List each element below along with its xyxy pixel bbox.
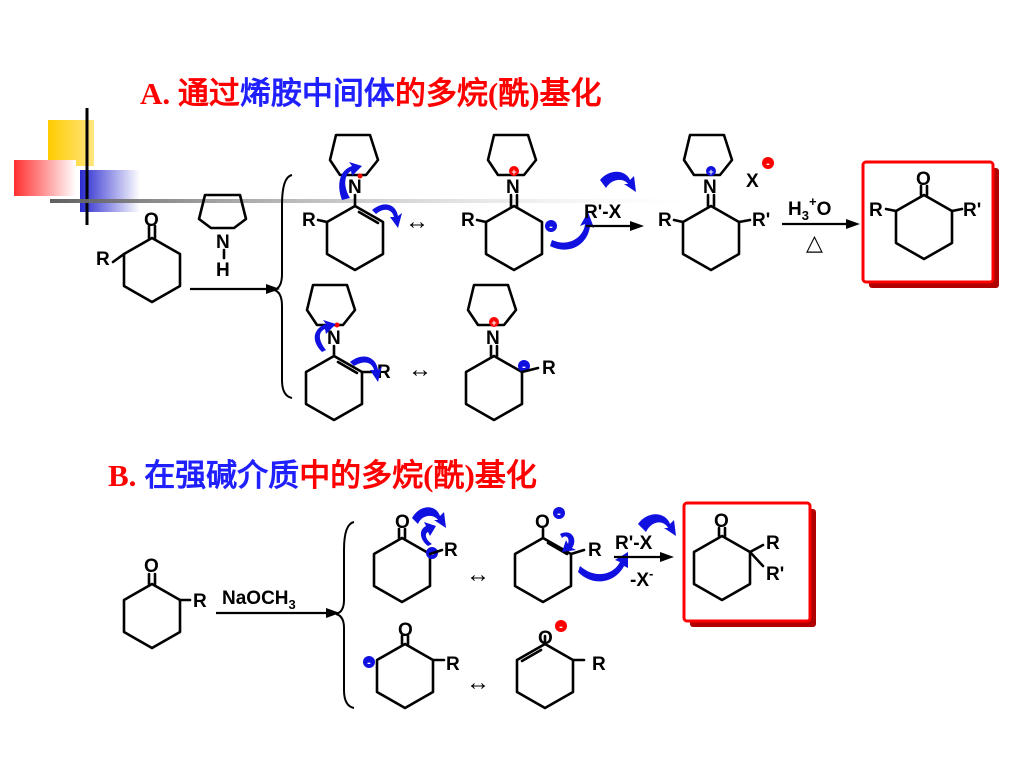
a-alkylated-r-prime: R' <box>752 210 770 231</box>
a-iminium-2-n: N <box>486 328 500 349</box>
a-pyrrolidine-h: H <box>216 260 230 281</box>
b-carbanion-1-o: O <box>395 512 410 533</box>
a-product-r-prime: R' <box>963 200 981 221</box>
a-start-cyclohexanone: O R <box>96 210 182 304</box>
b-enolate-1: O - R <box>513 507 628 604</box>
a-start-o: O <box>144 210 159 231</box>
title-a-seg-2: 烯胺中间体 <box>240 76 395 111</box>
a-enamine-1-r: R <box>302 210 316 231</box>
svg-text:-: - <box>522 361 526 373</box>
b-carbanion-2: O - R <box>363 620 460 710</box>
a-alkylation-arrow: R'-X <box>584 171 644 231</box>
a-alkylated-r: R <box>658 210 672 231</box>
b-enolate-2-r: R <box>592 654 606 675</box>
a-pyrrolidine-reagent: N H <box>197 193 248 281</box>
a-alkylated-n: N <box>703 177 717 198</box>
a-reagent-h3o: H3+O <box>788 194 831 223</box>
a-enamine-2-r: R <box>377 362 391 383</box>
svg-text:-: - <box>559 621 563 633</box>
a-iminium-2: + N - R <box>464 283 556 422</box>
svg-text:-: - <box>766 158 770 170</box>
title-a-letter: A. <box>140 76 170 111</box>
a-iminium-1-n: N <box>506 177 520 198</box>
b-start-o: O <box>144 556 159 577</box>
a-pyrrolidine-n: N <box>216 232 230 253</box>
title-b-letter: B. <box>108 458 136 493</box>
svg-text:-: - <box>367 657 371 669</box>
a-heat-symbol: △ <box>806 230 823 255</box>
a-iminium-1-r: R <box>461 210 475 231</box>
a-product-box: O R R' <box>861 160 999 288</box>
decor-horizontal-line <box>50 199 690 203</box>
title-a-seg-1: 通过 <box>178 76 240 111</box>
a-alkylated-iminium: + N X - R R' <box>658 133 774 272</box>
b-product-o: O <box>714 511 729 532</box>
a-resonance-1: ↔ <box>405 208 429 235</box>
b-base-label: NaOCH3 <box>222 588 296 612</box>
title-a: A. 通过烯胺中间体的多烷(酰)基化 <box>140 76 602 111</box>
b-carbanion-1: O - R <box>372 507 458 604</box>
b-brace <box>335 521 355 709</box>
a-enamine-1: N R <box>302 133 402 272</box>
decor-blue-square <box>80 170 140 212</box>
a-reagent-rx: R'-X <box>584 202 622 223</box>
title-b-seg-2: 中的多烷(酰)基化 <box>299 458 537 493</box>
svg-text:-: - <box>557 508 561 520</box>
b-base-arrow: NaOCH3 <box>216 588 340 618</box>
a-counter-ion-x: X <box>746 171 759 192</box>
svg-text:+: + <box>491 318 496 328</box>
a-enamine-2: N R <box>304 283 391 422</box>
b-resonance-2: ↔ <box>466 669 490 696</box>
svg-text:+: + <box>511 167 516 177</box>
a-resonance-2: ↔ <box>408 356 432 383</box>
b-enolate-2-o: O <box>538 628 553 649</box>
b-reagent-rx: R'-X <box>615 533 653 554</box>
a-reaction-arrow-1 <box>190 284 280 294</box>
b-start-r: R <box>193 591 207 612</box>
decor-red-square <box>14 160 76 196</box>
corner-decoration <box>14 108 690 225</box>
b-alkylation-arrow: R'-X -X- <box>614 514 676 591</box>
b-carbanion-1-r: R <box>444 540 458 561</box>
b-resonance-1: ↔ <box>466 561 490 588</box>
title-b: B. 在强碱介质中的多烷(酰)基化 <box>108 458 537 493</box>
a-iminium-1: + N R - <box>461 133 594 272</box>
b-product-r: R <box>766 533 780 554</box>
a-enamine-1-n: N <box>348 177 362 198</box>
b-start-cyclohexanone: O R <box>122 556 207 650</box>
b-carbanion-2-o: O <box>398 620 413 641</box>
a-product-r: R <box>869 200 883 221</box>
a-hydrolysis-arrow: H3+O △ <box>782 194 860 255</box>
a-enamine-2-n: N <box>327 328 341 349</box>
b-product-r-prime: R' <box>766 564 784 585</box>
b-leaving-group: -X- <box>630 566 653 591</box>
b-enolate-1-o: O <box>535 512 550 533</box>
a-start-r: R <box>96 249 110 270</box>
svg-text:-: - <box>549 221 553 233</box>
b-enolate-2: O - R <box>515 620 606 710</box>
b-carbanion-2-r: R <box>446 654 460 675</box>
title-a-seg-3: 的多烷(酰)基化 <box>395 76 602 111</box>
title-b-seg-1: 在强碱介质 <box>144 458 299 493</box>
a-brace <box>273 174 293 399</box>
a-product-o: O <box>916 169 931 190</box>
a-iminium-2-r: R <box>542 358 556 379</box>
svg-text:+: + <box>708 167 713 177</box>
b-product-box: O R R' <box>682 501 816 627</box>
b-enolate-1-r: R <box>588 540 602 561</box>
